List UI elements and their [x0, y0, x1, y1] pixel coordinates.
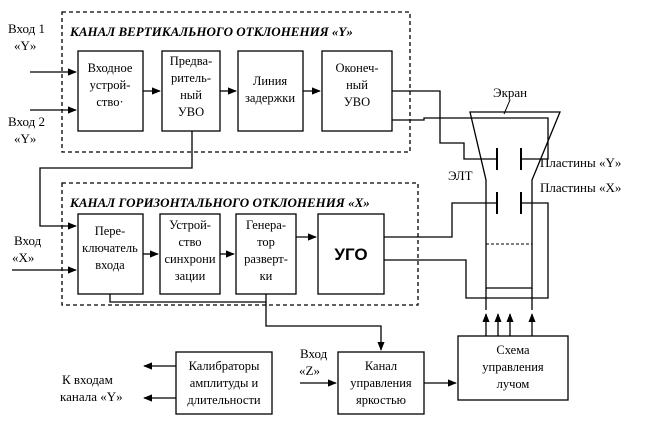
horizontal-channel-frame: [61, 182, 419, 306]
sweep-generator-block: [235, 213, 297, 295]
input-switch-block: [77, 213, 144, 295]
input-2-label: Вход 2«Y»: [8, 114, 45, 146]
horizontal-channel-title: КАНАЛ ГОРИЗОНТАЛЬНОГО ОТКЛОНЕНИЯ «X»: [69, 195, 370, 210]
input-device-block: [77, 50, 144, 132]
vertical-channel-frame: [61, 11, 411, 153]
input-x-label: Вход«X»: [12, 233, 42, 265]
crt-label: ЭЛТ: [448, 168, 473, 183]
screen-label: Экран: [493, 85, 527, 100]
beam-control-block: [457, 335, 569, 401]
delay-line-block: [237, 50, 304, 132]
pre-amplifier-block: [161, 50, 221, 132]
connections: [12, 68, 549, 402]
x-plates-label: Пластины «X»: [540, 180, 621, 195]
ugo-block: [317, 213, 385, 295]
brightness-channel-block: [337, 351, 425, 415]
ugo-label: УГО: [334, 245, 367, 264]
input-z-label: Вход«Z»: [299, 346, 328, 378]
vertical-channel-title: КАНАЛ ВЕРТИКАЛЬНОГО ОТКЛОНЕНИЯ «Y»: [69, 24, 353, 39]
crt-tube: [469, 111, 561, 289]
sync-device-block: [159, 213, 221, 295]
y-plates-label: Пластины «Y»: [540, 155, 621, 170]
final-amplifier-block: [321, 50, 393, 132]
calibrators-block: [175, 351, 273, 415]
input-1-label: Вход 1«Y»: [8, 21, 45, 53]
